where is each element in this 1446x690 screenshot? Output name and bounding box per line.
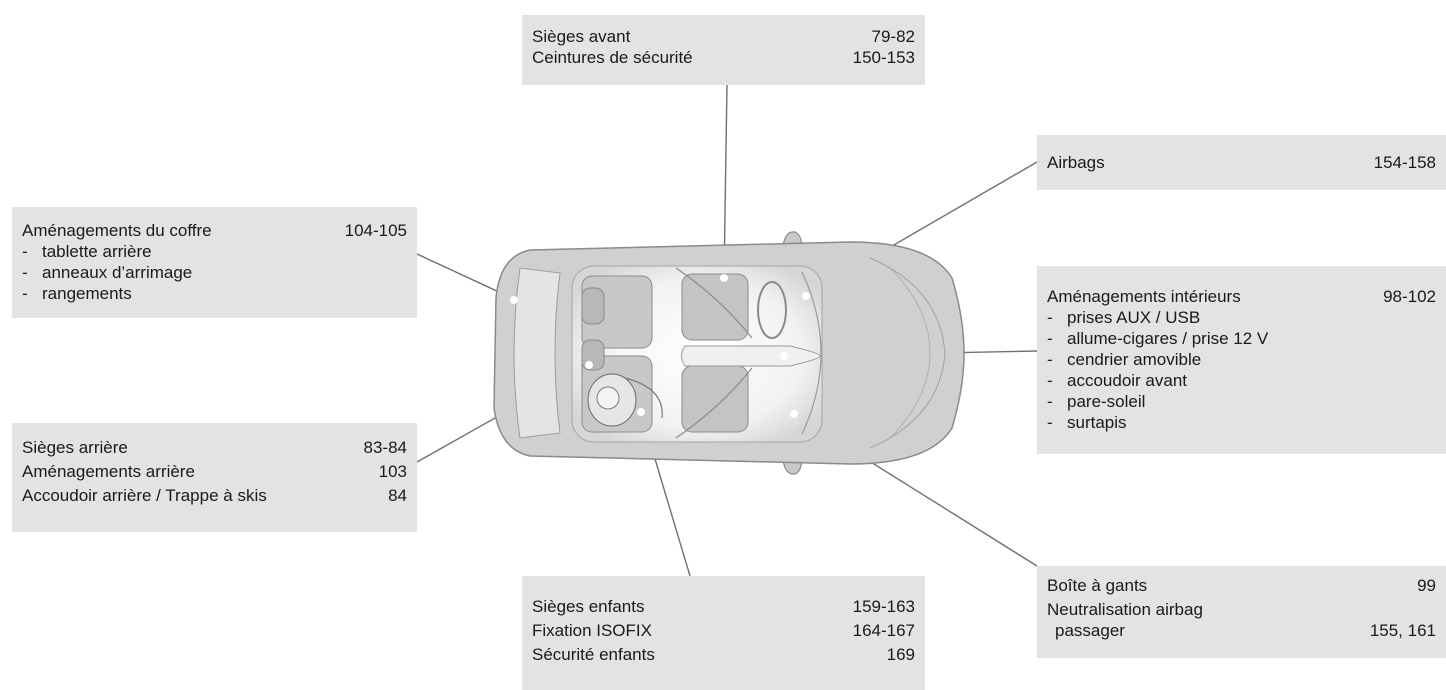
label: Aménagements arrière (22, 462, 195, 481)
row-airbag-deactivation: Neutralisation airbag (1047, 599, 1436, 620)
label: Sièges arrière (22, 438, 128, 457)
item-text: surtapis (1067, 413, 1127, 432)
pages: 103 (378, 462, 407, 481)
item-text: tablette arrière (42, 242, 152, 261)
label: Accoudoir arrière / Trappe à skis (22, 486, 267, 505)
rear-window (513, 267, 561, 439)
label: Fixation ISOFIX (532, 621, 652, 640)
label: Ceintures de sécurité (532, 48, 693, 67)
panel-child-seats: Sièges enfants 159-163 Fixation ISOFIX 1… (522, 576, 925, 690)
label: passager (1055, 621, 1125, 640)
panel-interior: Aménagements intérieurs 98-102 -prises A… (1037, 266, 1446, 454)
pages: 84 (388, 486, 407, 505)
list-item: -accoudoir avant (1047, 370, 1436, 391)
row-rear-storage: Aménagements arrière 103 (22, 461, 407, 482)
list-item: -surtapis (1047, 412, 1436, 433)
label: Sièges avant (532, 27, 631, 46)
dot-boot (510, 296, 518, 304)
list-item: -tablette arrière (22, 241, 407, 262)
panel-front-seats: Sièges avant 79-82 Ceintures de sécurité… (522, 15, 925, 85)
panel-airbags: Airbags 154-158 (1037, 135, 1446, 190)
row-seat-belts: Ceintures de sécurité 150-153 (532, 47, 915, 68)
pages: 155, 161 (1369, 621, 1436, 640)
front-seat-top (681, 273, 749, 341)
list-item: -anneaux d’arrimage (22, 262, 407, 283)
steering-wheel (757, 281, 787, 339)
dot-front-seats (720, 274, 728, 282)
dash: - (1047, 350, 1053, 369)
list-item: -allume-cigares / prise 12 V (1047, 328, 1436, 349)
pages: 99 (1417, 576, 1436, 595)
label: Sièges enfants (532, 597, 645, 616)
label: Airbags (1047, 153, 1105, 172)
dot-interior (780, 352, 788, 360)
dash: - (1047, 308, 1053, 327)
panel-boot: Aménagements du coffre 104-105 -tablette… (12, 207, 417, 318)
label: Aménagements intérieurs (1047, 287, 1241, 306)
label: Boîte à gants (1047, 576, 1148, 595)
row-boot-title: Aménagements du coffre 104-105 (22, 220, 407, 241)
row-isofix: Fixation ISOFIX 164-167 (532, 620, 915, 641)
label: Aménagements du coffre (22, 221, 212, 240)
dash: - (22, 284, 28, 303)
list-item: -rangements (22, 283, 407, 304)
dash: - (22, 242, 28, 261)
pages: 98-102 (1383, 287, 1436, 306)
pages: 154-158 (1373, 153, 1436, 172)
list-item: -pare-soleil (1047, 391, 1436, 412)
pages: 104-105 (344, 221, 407, 240)
item-text: accoudoir avant (1067, 371, 1188, 390)
pages: 83-84 (363, 438, 407, 457)
row-child-safety: Sécurité enfants 169 (532, 644, 915, 665)
car-top-view (493, 231, 965, 475)
dash: - (22, 263, 28, 282)
item-text: pare-soleil (1067, 392, 1146, 411)
dash: - (1047, 413, 1053, 432)
pages: 159-163 (852, 597, 915, 616)
list-item: -cendrier amovible (1047, 349, 1436, 370)
item-text: allume-cigares / prise 12 V (1067, 329, 1269, 348)
label: Sécurité enfants (532, 645, 655, 664)
row-rear-seats: Sièges arrière 83-84 (22, 437, 407, 458)
row-rear-armrest: Accoudoir arrière / Trappe à skis 84 (22, 485, 407, 506)
dot-glovebox (790, 410, 798, 418)
item-text: anneaux d’arrimage (42, 263, 193, 282)
dot-rear-seats (585, 361, 593, 369)
row-front-seats: Sièges avant 79-82 (532, 26, 915, 47)
dot-airbags (802, 292, 810, 300)
item-text: rangements (42, 284, 132, 303)
row-child-seats: Sièges enfants 159-163 (532, 596, 915, 617)
row-airbags: Airbags 154-158 (1047, 152, 1436, 173)
panel-glovebox: Boîte à gants 99 Neutralisation airbag p… (1037, 566, 1446, 658)
pages: 169 (886, 645, 915, 664)
dot-child-seats (637, 408, 645, 416)
label: Neutralisation airbag (1047, 600, 1203, 619)
item-text: prises AUX / USB (1067, 308, 1201, 327)
center-console (681, 345, 821, 367)
row-passenger: passager 155, 161 (1047, 620, 1436, 641)
dashboard (801, 271, 822, 435)
pages: 150-153 (852, 48, 915, 67)
item-text: cendrier amovible (1067, 350, 1202, 369)
dash: - (1047, 329, 1053, 348)
list-item: -prises AUX / USB (1047, 307, 1436, 328)
pages: 164-167 (852, 621, 915, 640)
row-glovebox: Boîte à gants 99 (1047, 575, 1436, 596)
dash: - (1047, 392, 1053, 411)
row-interior-title: Aménagements intérieurs 98-102 (1047, 286, 1436, 307)
pages: 79-82 (871, 27, 915, 46)
panel-rear-seats: Sièges arrière 83-84 Aménagements arrièr… (12, 423, 417, 532)
front-seat-bottom (681, 365, 749, 433)
dash: - (1047, 371, 1053, 390)
